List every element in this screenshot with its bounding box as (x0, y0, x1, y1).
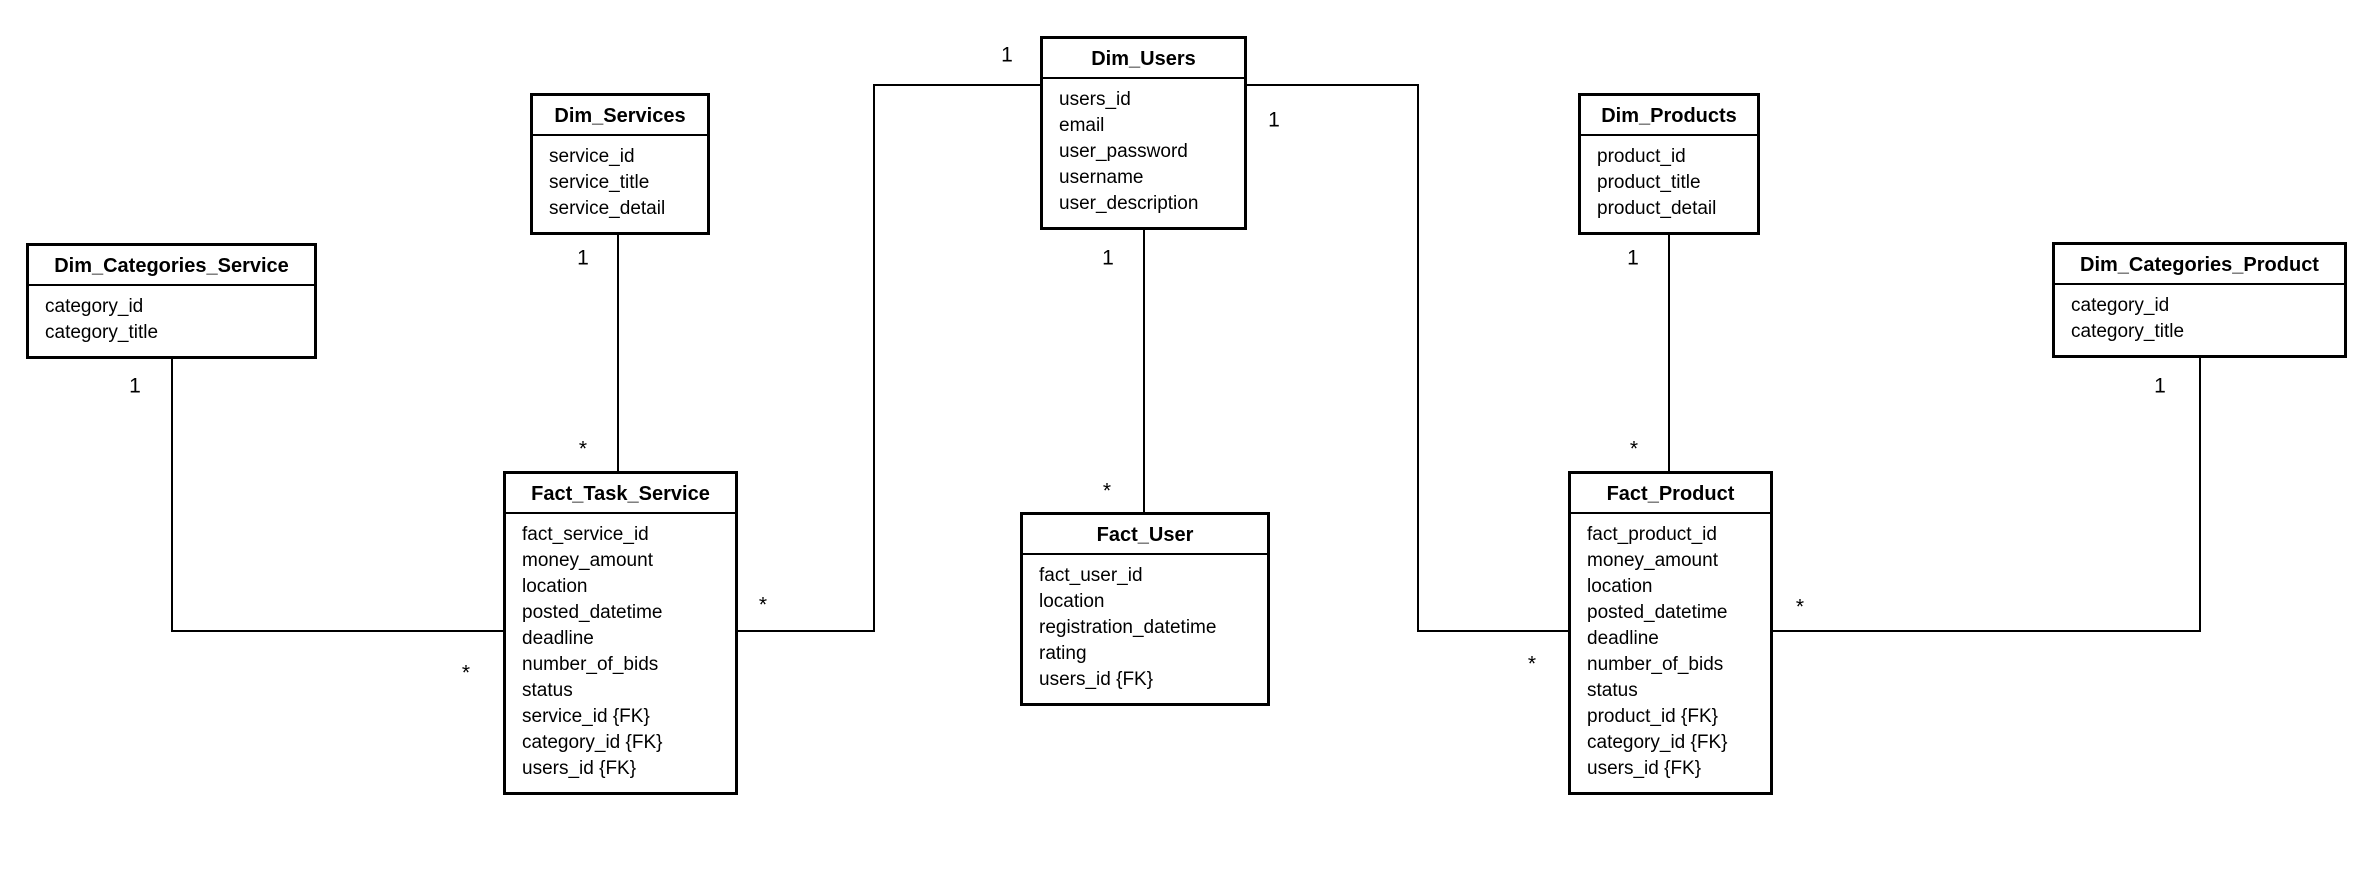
cardinality-label: * (461, 661, 471, 685)
entity-field: rating (1039, 643, 1087, 664)
entity-fact-user[interactable]: Fact_User fact_user_id location registra… (1020, 512, 1270, 706)
entity-title: Fact_Task_Service (506, 474, 735, 514)
entity-field: fact_service_id (522, 524, 649, 545)
entity-fact-task-service[interactable]: Fact_Task_Service fact_service_id money_… (503, 471, 738, 795)
cardinality-label: 1 (1001, 43, 1013, 67)
entity-field: service_id (549, 146, 635, 167)
entity-field-list: fact_service_id money_amount location po… (506, 514, 735, 782)
cardinality-label: * (1527, 652, 1537, 676)
entity-title: Dim_Categories_Product (2055, 245, 2344, 285)
entity-field: category_id (45, 296, 144, 317)
entity-fact-product[interactable]: Fact_Product fact_product_id money_amoun… (1568, 471, 1773, 795)
entity-field: user_description (1059, 193, 1199, 214)
entity-field-list: fact_user_id location registration_datet… (1023, 555, 1267, 693)
entity-field: user_password (1059, 141, 1188, 162)
entity-field: category_id (2071, 295, 2170, 316)
entity-field: product_id (1597, 146, 1686, 167)
cardinality-label: * (1629, 437, 1639, 461)
connector-dim-categories-product-fact-product-horizontal (1773, 630, 2201, 632)
connector-dim-users-fact-product-bottom (1417, 630, 1568, 632)
connector-dim-categories-service-fact-task-service-horizontal (171, 630, 503, 632)
entity-field-list: fact_product_id money_amount location po… (1571, 514, 1770, 782)
connector-dim-users-fact-product-vertical (1417, 84, 1419, 632)
entity-dim-categories-service[interactable]: Dim_Categories_Service category_id categ… (26, 243, 317, 359)
connector-dim-users-fact-product-top (1247, 84, 1419, 86)
entity-field: users_id (1059, 89, 1131, 110)
entity-field: users_id {FK} (1587, 758, 1702, 779)
entity-field-list: category_id category_title (2055, 285, 2344, 345)
connector-dim-users-fact-task-service-vertical (873, 84, 875, 632)
entity-field: number_of_bids (1587, 654, 1724, 675)
cardinality-label: 1 (2154, 374, 2166, 398)
entity-title: Fact_Product (1571, 474, 1770, 514)
entity-field: users_id {FK} (1039, 669, 1154, 690)
entity-field: service_detail (549, 198, 666, 219)
entity-field: registration_datetime (1039, 617, 1217, 638)
cardinality-label: * (1102, 479, 1112, 503)
entity-field: username (1059, 167, 1144, 188)
cardinality-label: * (578, 437, 588, 461)
entity-title: Dim_Users (1043, 39, 1244, 79)
entity-field: users_id {FK} (522, 758, 637, 779)
entity-field: number_of_bids (522, 654, 659, 675)
connector-dim-users-fact-user (1143, 230, 1145, 512)
entity-field-list: service_id service_title service_detail (533, 136, 707, 222)
entity-field-list: category_id category_title (29, 286, 314, 346)
entity-field: category_title (2071, 321, 2185, 342)
entity-field-list: product_id product_title product_detail (1581, 136, 1757, 222)
entity-field: category_title (45, 322, 159, 343)
entity-dim-categories-product[interactable]: Dim_Categories_Product category_id categ… (2052, 242, 2347, 358)
entity-field: product_title (1597, 172, 1701, 193)
entity-field: deadline (1587, 628, 1659, 649)
entity-dim-users[interactable]: Dim_Users users_id email user_password u… (1040, 36, 1247, 230)
entity-field: posted_datetime (1587, 602, 1728, 623)
entity-field: category_id {FK} (522, 732, 663, 753)
entity-field: money_amount (522, 550, 653, 571)
connector-dim-categories-service-fact-task-service-vertical (171, 359, 173, 632)
entity-field: product_detail (1597, 198, 1717, 219)
entity-dim-products[interactable]: Dim_Products product_id product_title pr… (1578, 93, 1760, 235)
connector-dim-users-fact-task-service-top (874, 84, 1040, 86)
entity-field: category_id {FK} (1587, 732, 1728, 753)
entity-title: Dim_Categories_Service (29, 246, 314, 286)
entity-field: fact_product_id (1587, 524, 1717, 545)
entity-field: deadline (522, 628, 594, 649)
entity-title: Dim_Products (1581, 96, 1757, 136)
entity-title: Fact_User (1023, 515, 1267, 555)
cardinality-label: * (758, 593, 768, 617)
entity-field: money_amount (1587, 550, 1718, 571)
cardinality-label: 1 (577, 246, 589, 270)
cardinality-label: 1 (1102, 246, 1114, 270)
entity-field-list: users_id email user_password username us… (1043, 79, 1244, 217)
entity-field: service_id {FK} (522, 706, 650, 727)
entity-field: posted_datetime (522, 602, 663, 623)
entity-field: location (522, 576, 588, 597)
cardinality-label: 1 (129, 374, 141, 398)
entity-field: product_id {FK} (1587, 706, 1718, 727)
entity-field: location (1039, 591, 1105, 612)
entity-field: fact_user_id (1039, 565, 1143, 586)
entity-dim-services[interactable]: Dim_Services service_id service_title se… (530, 93, 710, 235)
connector-dim-categories-product-fact-product-vertical (2199, 358, 2201, 632)
cardinality-label: 1 (1627, 246, 1639, 270)
entity-field: location (1587, 576, 1653, 597)
entity-field: status (1587, 680, 1638, 701)
connector-dim-products-fact-product (1668, 235, 1670, 471)
cardinality-label: * (1795, 595, 1805, 619)
entity-field: email (1059, 115, 1105, 136)
entity-field: status (522, 680, 573, 701)
connector-dim-users-fact-task-service-bottom (738, 630, 875, 632)
cardinality-label: 1 (1268, 108, 1280, 132)
entity-title: Dim_Services (533, 96, 707, 136)
connector-dim-services-fact-task-service (617, 235, 619, 471)
entity-field: service_title (549, 172, 650, 193)
